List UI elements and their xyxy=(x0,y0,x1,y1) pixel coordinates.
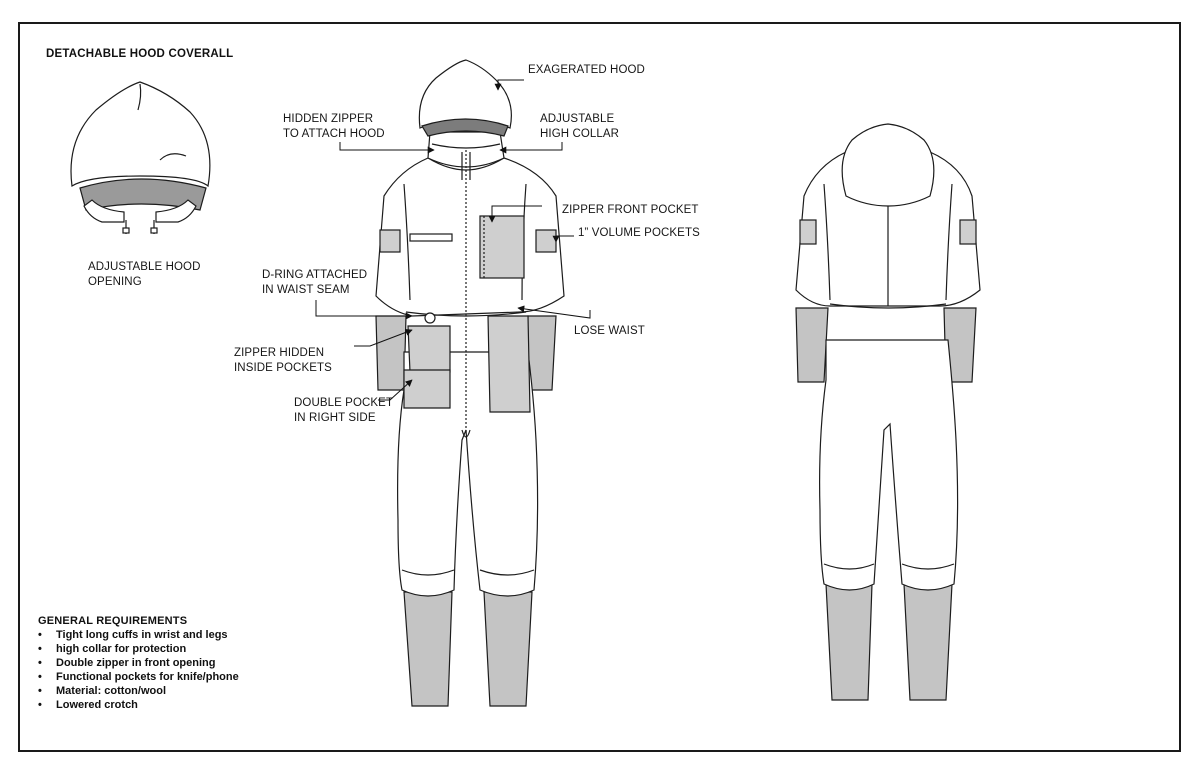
chest-tape xyxy=(409,233,453,242)
d-ring xyxy=(424,312,436,324)
left-trouser-pocket xyxy=(407,325,451,373)
callout-double-pocket-line1: DOUBLE POCKET xyxy=(294,397,394,409)
right-trouser-pocket xyxy=(487,315,531,413)
callout-hidden-zipper-line2: TO ATTACH HOOD xyxy=(283,128,385,140)
requirement-item: Double zipper in front opening xyxy=(38,656,239,670)
general-requirements: GENERAL REQUIREMENTS Tight long cuffs in… xyxy=(38,614,239,712)
callout-hidden-zipper: HIDDEN ZIPPER TO ATTACH HOOD xyxy=(283,112,385,142)
zipper-front-pocket xyxy=(479,215,525,279)
callout-double-pocket: DOUBLE POCKET IN RIGHT SIDE xyxy=(294,396,393,426)
requirement-item: Functional pockets for knife/phone xyxy=(38,670,239,684)
left-volume-pocket xyxy=(379,229,401,253)
requirement-item: Tight long cuffs in wrist and legs xyxy=(38,628,239,642)
callout-d-ring-line1: D-RING ATTACHED xyxy=(262,269,368,281)
tech-sheet-border xyxy=(18,22,1181,752)
callout-exaggerated-hood: EXAGERATED HOOD xyxy=(528,64,645,76)
requirement-item: high collar for protection xyxy=(38,642,239,656)
callout-zipper-front-pocket: ZIPPER FRONT POCKET xyxy=(562,204,699,216)
double-pocket xyxy=(403,369,451,409)
requirements-heading: GENERAL REQUIREMENTS xyxy=(38,615,188,627)
hood-detail-caption-line1: ADJUSTABLE HOOD xyxy=(88,261,201,273)
callout-high-collar: ADJUSTABLE HIGH COLLAR xyxy=(540,112,619,142)
callout-zipper-hidden-line1: ZIPPER HIDDEN xyxy=(234,347,325,359)
callout-hidden-zipper-line1: HIDDEN ZIPPER xyxy=(283,113,374,125)
coverall-front-view xyxy=(375,59,565,707)
page-title: DETACHABLE HOOD COVERALL xyxy=(46,48,234,60)
callout-d-ring: D-RING ATTACHED IN WAIST SEAM xyxy=(262,268,367,298)
requirement-item: Lowered crotch xyxy=(38,698,239,712)
hood-detail-drawing xyxy=(70,81,211,234)
hood-detail-caption-line2: OPENING xyxy=(88,276,142,288)
front-collar xyxy=(427,131,505,168)
left-sleeve-cuff xyxy=(375,315,407,391)
callout-zipper-hidden: ZIPPER HIDDEN INSIDE POCKETS xyxy=(234,346,332,376)
callout-high-collar-line2: HIGH COLLAR xyxy=(540,128,620,140)
callout-high-collar-line1: ADJUSTABLE xyxy=(540,113,615,125)
coverall-back-view xyxy=(795,123,981,701)
right-leg-cuff xyxy=(483,591,533,707)
callout-zipper-hidden-line2: INSIDE POCKETS xyxy=(234,362,332,374)
callout-double-pocket-line2: IN RIGHT SIDE xyxy=(294,412,376,424)
callout-volume-pockets: 1” VOLUME POCKETS xyxy=(578,227,700,239)
left-leg-cuff xyxy=(403,591,453,707)
requirements-list: Tight long cuffs in wrist and legs high … xyxy=(38,628,239,712)
callout-d-ring-line2: IN WAIST SEAM xyxy=(262,284,350,296)
callout-leader-lines xyxy=(315,79,591,401)
front-hood xyxy=(418,59,512,129)
hood-detail-caption: ADJUSTABLE HOOD OPENING xyxy=(88,260,200,290)
requirement-item: Material: cotton/wool xyxy=(38,684,239,698)
right-volume-pocket xyxy=(535,229,557,253)
callout-lose-waist: LOSE WAIST xyxy=(574,325,645,337)
